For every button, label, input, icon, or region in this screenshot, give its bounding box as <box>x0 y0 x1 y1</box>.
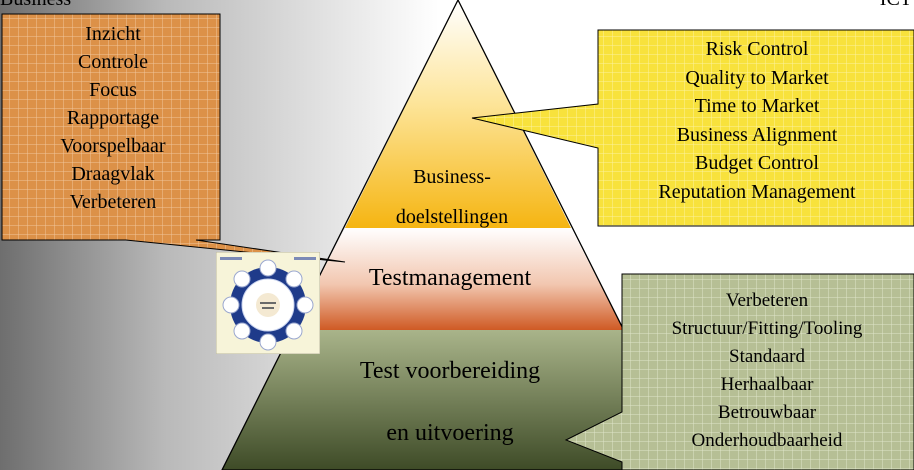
business-goals-line1: Business- <box>413 166 491 188</box>
callout-left-item: Rapportage <box>66 107 160 129</box>
callout-top-right-item: Time to Market <box>694 95 820 117</box>
callout-left-item: Inzicht <box>85 23 141 45</box>
callout-top-right-list: Risk Control Quality to Market Time to M… <box>600 35 914 206</box>
callout-top-right-item: Budget Control <box>695 152 819 174</box>
corner-label-ict: ICT <box>880 0 912 11</box>
callout-bottom-right-list: Verbeteren Structuur/Fitting/Tooling Sta… <box>620 287 914 455</box>
callout-left-item: Controle <box>78 51 148 73</box>
test-preparation-label-line2: en uitvoering <box>386 420 514 446</box>
pyramid-layer-testmanagement <box>292 228 624 330</box>
business-goals-label: Business- doelstellingen <box>372 157 532 237</box>
callout-left-item: Voorspelbaar <box>60 135 166 157</box>
business-goals-line2: doelstellingen <box>395 206 509 228</box>
callout-left-item: Draagvlak <box>71 163 155 185</box>
callout-bottom-right-item: Onderhoudbaarheid <box>691 430 843 451</box>
test-preparation-label-line1: Test voorbereiding <box>359 358 541 384</box>
pyramid-outline <box>221 0 695 470</box>
callout-left-item: Verbeteren <box>69 191 157 213</box>
callout-bottom-right-item: Verbeteren <box>725 290 809 311</box>
callout-bottom-right-box <box>564 273 914 470</box>
callout-top-right-item: Business Alignment <box>676 123 838 146</box>
callout-top-right-item: Quality to Market <box>685 66 829 89</box>
callout-left-box <box>1 13 346 263</box>
pyramid-layer-business <box>345 0 571 228</box>
testmanagement-label: Testmanagement <box>368 265 532 291</box>
callout-top-right-item: Reputation Management <box>658 180 856 203</box>
callout-top-right-box <box>471 29 914 227</box>
callout-bottom-right-item: Betrouwbaar <box>717 402 817 423</box>
callout-left-list: Inzicht Controle Focus Rapportage Voorsp… <box>8 20 218 216</box>
callout-bottom-right-item: Structuur/Fitting/Tooling <box>671 318 863 339</box>
callout-bottom-right-item: Herhaalbaar <box>720 374 814 395</box>
callout-bottom-right-item: Standaard <box>729 346 805 367</box>
testmanagement-model-thumbnail <box>216 252 320 354</box>
corner-label-business: Business <box>0 0 71 11</box>
callout-top-right-item: Risk Control <box>705 38 809 60</box>
callout-left-item: Focus <box>89 79 137 101</box>
